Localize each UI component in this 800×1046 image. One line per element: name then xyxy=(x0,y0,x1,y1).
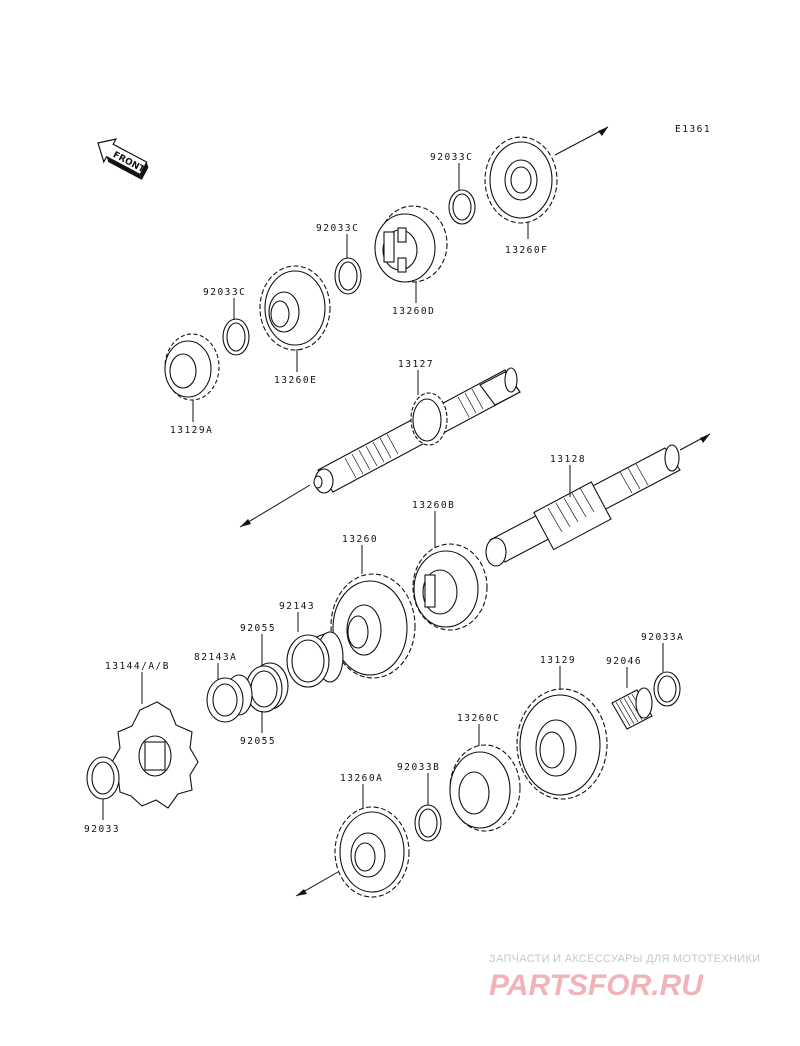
watermark: ЗАПЧАСТИ И АКСЕССУАРЫ ДЛЯ МОТОТЕХНИКИ PA… xyxy=(489,953,760,1002)
circlip-92033 xyxy=(86,756,120,800)
label-13260f: 13260F xyxy=(505,245,548,256)
label-13129: 13129 xyxy=(540,655,576,666)
label-13129a: 13129A xyxy=(170,425,213,436)
label-92033: 92033 xyxy=(84,824,120,835)
label-92055-top: 92055 xyxy=(240,623,276,634)
gear-13260e xyxy=(259,265,331,351)
gear-13260 xyxy=(330,573,416,679)
label-13260e: 13260E xyxy=(274,375,317,386)
label-13127: 13127 xyxy=(398,359,434,370)
watermark-subtitle: ЗАПЧАСТИ И АКСЕССУАРЫ ДЛЯ МОТОТЕХНИКИ xyxy=(489,953,760,965)
circlip-92033c-left xyxy=(222,318,250,356)
circlip-92033c-mid xyxy=(334,257,362,295)
gear-13129a xyxy=(164,333,220,401)
gear-13260a xyxy=(334,806,410,898)
collar-92143 xyxy=(286,631,344,688)
label-13144: 13144/A/B xyxy=(105,661,170,672)
label-92033a: 92033A xyxy=(641,632,684,643)
label-13260a: 13260A xyxy=(340,773,383,784)
label-92033c-mid: 92033C xyxy=(316,223,359,234)
gear-13260d xyxy=(374,205,448,283)
o-ring-92055 xyxy=(245,662,289,713)
label-92046: 92046 xyxy=(606,656,642,667)
label-92033c-left: 92033C xyxy=(203,287,246,298)
circlip-92033a xyxy=(653,671,681,707)
label-82143a: 82143A xyxy=(194,652,237,663)
input-shaft-13127 xyxy=(313,367,521,494)
part-labels: 92033C 13260F 92033C 13260D 92033C 13260… xyxy=(84,152,684,835)
watermark-logo: PARTSFOR.RU xyxy=(489,969,704,1002)
gear-13129 xyxy=(516,688,608,800)
gear-13260c xyxy=(449,744,521,832)
circlip-92033b xyxy=(414,804,442,842)
needle-bearing-92046 xyxy=(611,687,653,730)
label-13260b: 13260B xyxy=(412,500,455,511)
label-92033c-top: 92033C xyxy=(430,152,473,163)
front-arrow-icon: FRONT xyxy=(97,138,149,180)
label-13260: 13260 xyxy=(342,534,378,545)
label-92143: 92143 xyxy=(279,601,315,612)
label-13260c: 13260C xyxy=(457,713,500,724)
circlip-92033c-top xyxy=(448,189,476,225)
label-13260d: 13260D xyxy=(392,306,435,317)
label-13128: 13128 xyxy=(550,454,586,465)
label-92033b: 92033B xyxy=(397,762,440,773)
output-shaft-13128 xyxy=(485,444,681,567)
diagram-code: E1361 xyxy=(675,124,711,135)
sprocket-13144 xyxy=(111,701,199,809)
gear-13260b xyxy=(412,543,488,631)
label-92055-bot: 92055 xyxy=(240,736,276,747)
leader-lines xyxy=(102,163,664,820)
input-shaft-axis-line xyxy=(239,484,311,528)
bushing-82143a xyxy=(206,674,253,723)
gear-13260f xyxy=(484,136,558,224)
